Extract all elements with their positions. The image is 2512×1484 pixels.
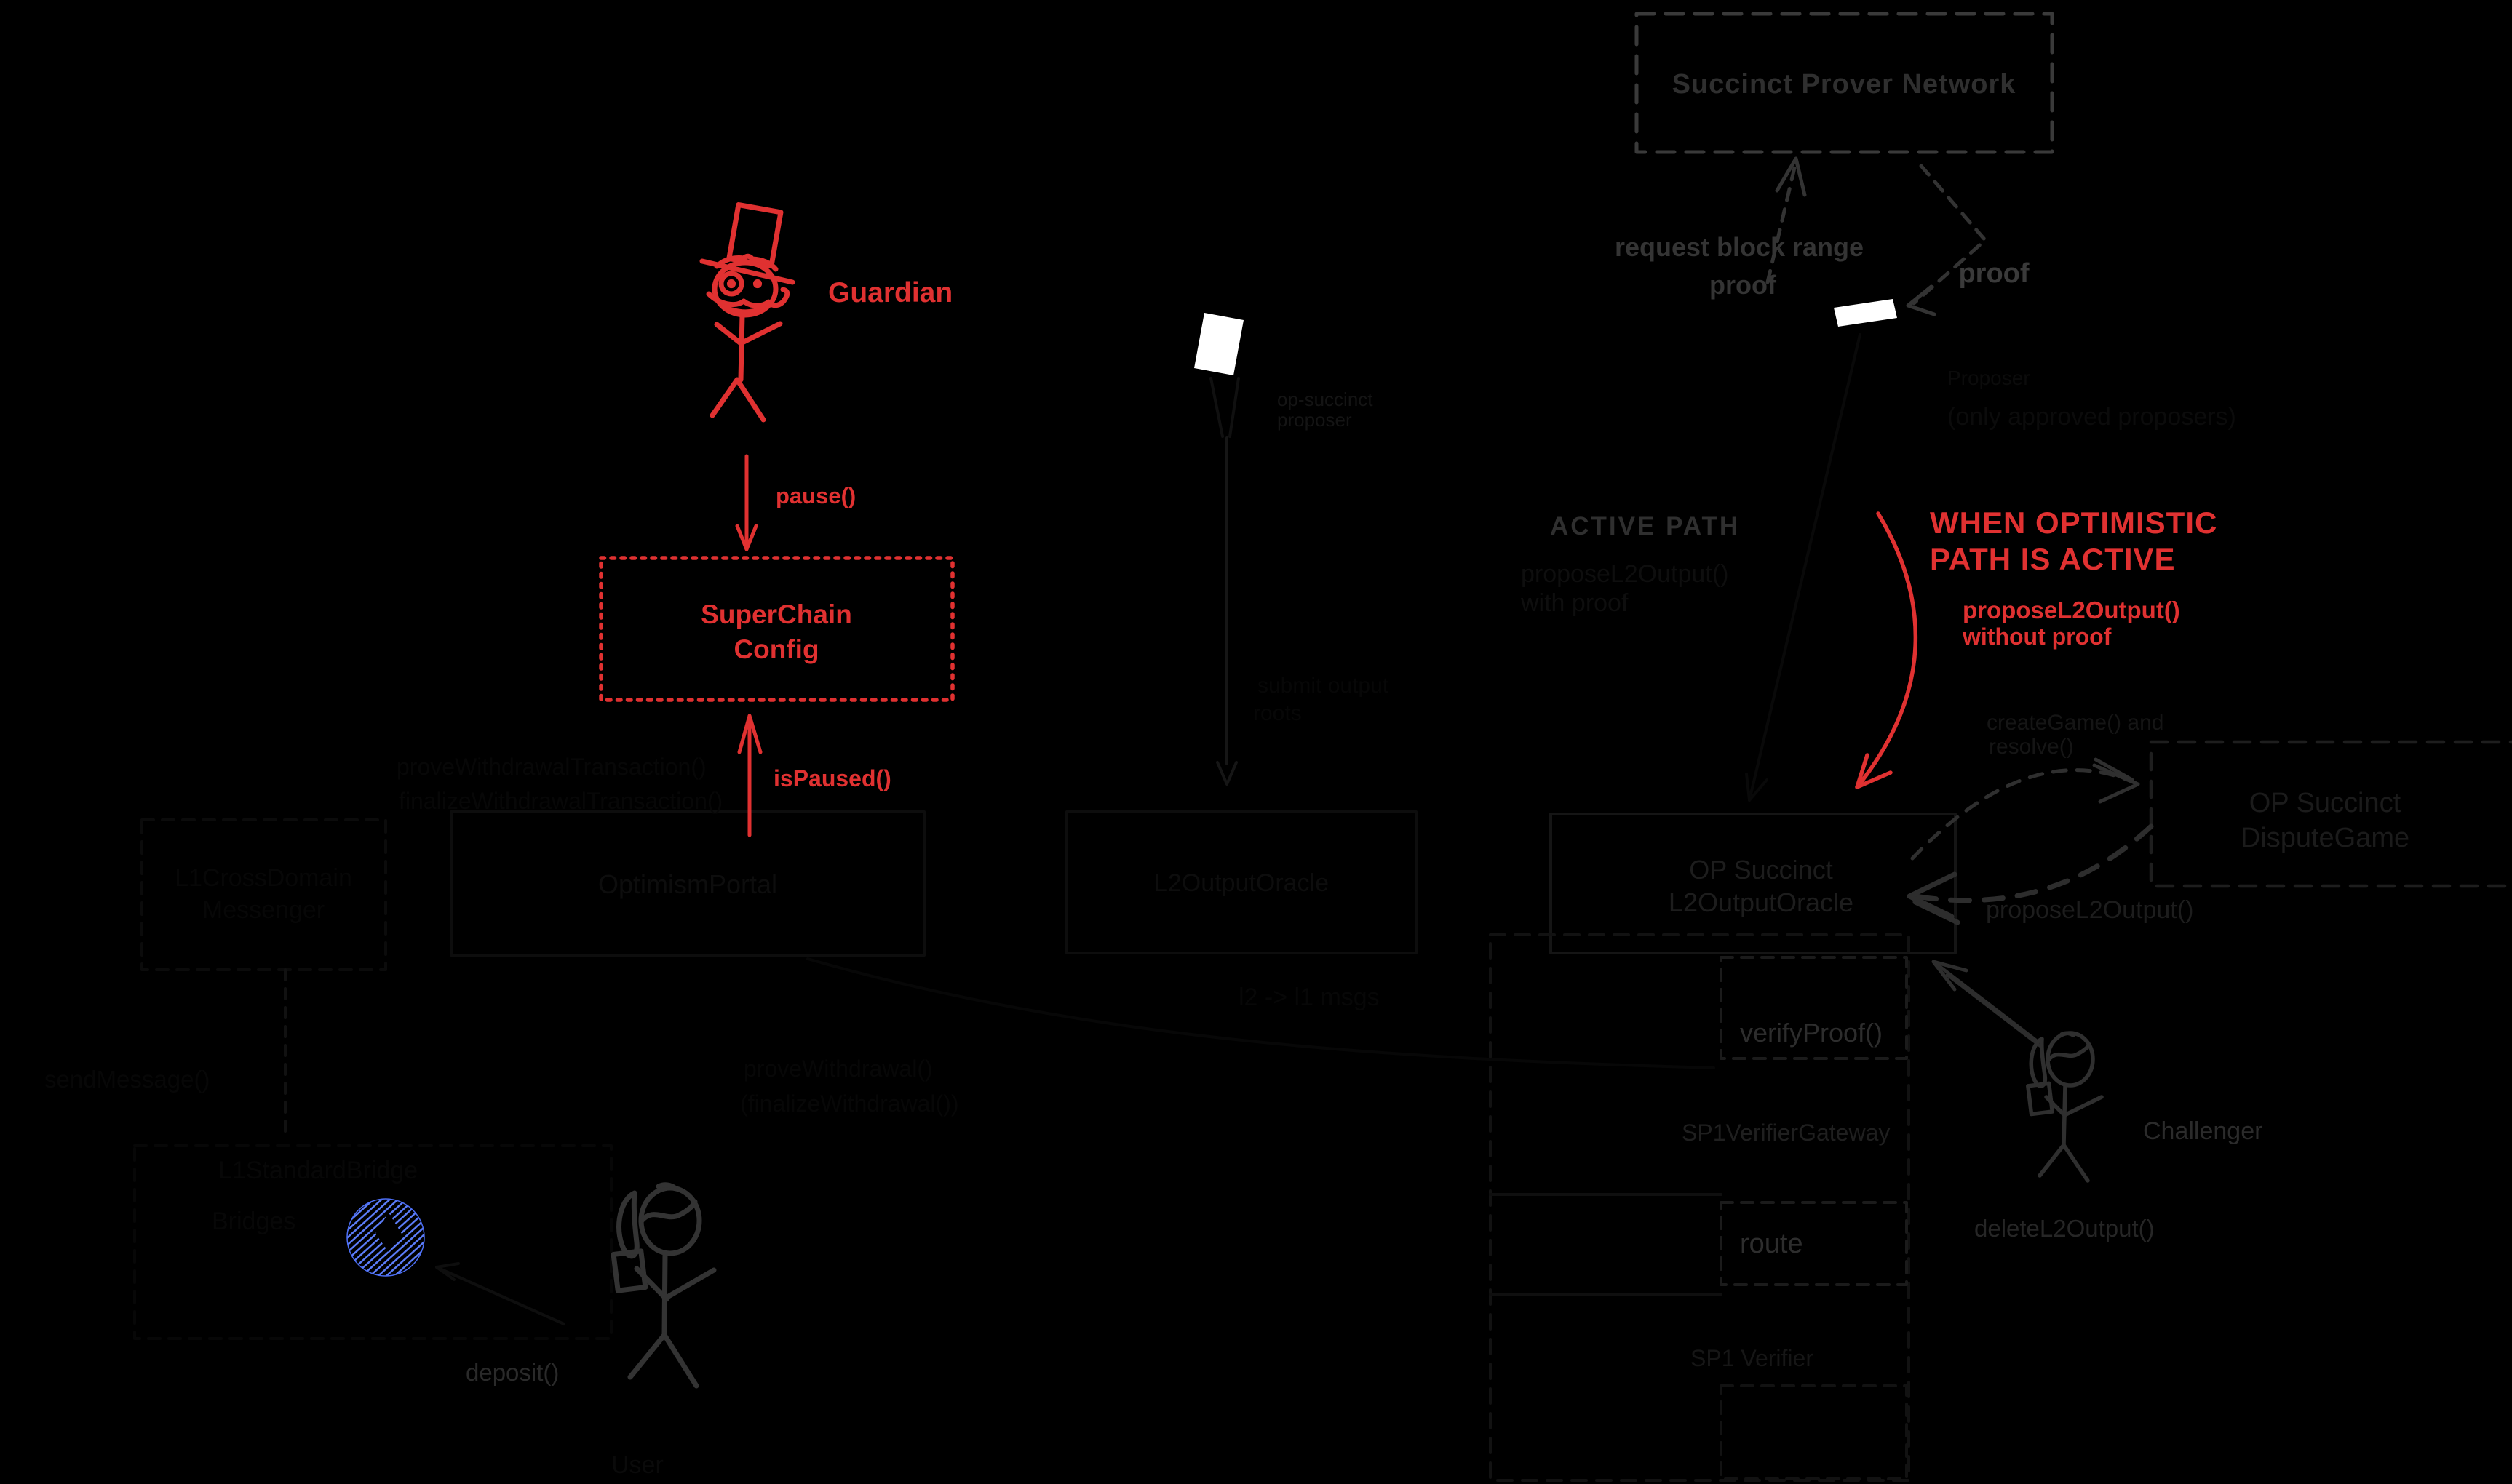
- svg-text:roots: roots: [1253, 701, 1302, 725]
- svg-text:Config: Config: [734, 634, 819, 664]
- svg-text:L2OutputOracle: L2OutputOracle: [1669, 887, 1853, 917]
- svg-text:Proposer: Proposer: [1947, 367, 2030, 389]
- svg-text:Bridges: Bridges: [212, 1208, 295, 1235]
- svg-text:isPaused(): isPaused(): [774, 765, 891, 791]
- svg-text:proveWithdrawal(): proveWithdrawal(): [744, 1056, 933, 1082]
- svg-text:L1StandardBridge: L1StandardBridge: [218, 1157, 418, 1184]
- svg-text:proposeL2Output(): proposeL2Output(): [1986, 896, 2193, 924]
- svg-text:deleteL2Output(): deleteL2Output(): [1974, 1215, 2155, 1242]
- svg-text:proposer: proposer: [1277, 409, 1352, 431]
- svg-text:op-succinct: op-succinct: [1277, 388, 1373, 410]
- svg-text:User: User: [611, 1451, 664, 1479]
- svg-text:(only approved proposers): (only approved proposers): [1947, 403, 2236, 431]
- svg-text:WHEN OPTIMISTIC: WHEN OPTIMISTIC: [1930, 506, 2217, 540]
- svg-text:with proof: with proof: [1520, 589, 1629, 617]
- svg-text:L2OutputOracle: L2OutputOracle: [1154, 869, 1329, 897]
- svg-text:Guardian: Guardian: [828, 277, 953, 308]
- svg-text:proveWithdrawalTransaction(): proveWithdrawalTransaction(): [397, 754, 707, 780]
- svg-text:SP1 Verifier: SP1 Verifier: [1690, 1345, 1813, 1371]
- svg-text:finalizeWithdrawalTransaction(: finalizeWithdrawalTransaction(): [399, 788, 723, 814]
- svg-text:DisputeGame: DisputeGame: [2241, 823, 2409, 853]
- svg-text:(finalizeWithdrawal()): (finalizeWithdrawal()): [740, 1090, 959, 1117]
- svg-text:resolve(): resolve(): [1989, 735, 2074, 759]
- svg-text:verifyProof(): verifyProof(): [1740, 1018, 1883, 1048]
- svg-text:proposeL2Output(): proposeL2Output(): [1963, 597, 2180, 623]
- svg-text:request block range: request block range: [1615, 232, 1864, 262]
- svg-text:OP Succinct: OP Succinct: [1689, 855, 1832, 885]
- svg-text:deposit(): deposit(): [466, 1359, 559, 1386]
- svg-text:route: route: [1740, 1229, 1803, 1259]
- svg-text:PATH IS ACTIVE: PATH IS ACTIVE: [1930, 542, 2176, 576]
- svg-text:ACTIVE PATH: ACTIVE PATH: [1550, 512, 1740, 540]
- svg-text:OptimismPortal: OptimismPortal: [598, 869, 777, 899]
- svg-text:SuperChain: SuperChain: [701, 599, 852, 629]
- svg-text:proposeL2Output(): proposeL2Output(): [1521, 560, 1728, 588]
- svg-text:pause(): pause(): [776, 483, 856, 508]
- svg-text:proof: proof: [1958, 258, 2029, 289]
- svg-text:Succinct Prover Network: Succinct Prover Network: [1672, 69, 2016, 100]
- svg-text:createGame() and: createGame() and: [1987, 711, 2163, 735]
- svg-text:sendMessage(): sendMessage(): [44, 1066, 210, 1093]
- svg-text:without proof: without proof: [1962, 623, 2112, 650]
- svg-text:L1CrossDomain: L1CrossDomain: [175, 864, 352, 892]
- svg-text:OP Succinct: OP Succinct: [2249, 788, 2401, 818]
- svg-text:Messenger: Messenger: [202, 896, 325, 924]
- svg-text:SP1VerifierGateway: SP1VerifierGateway: [1682, 1120, 1890, 1146]
- svg-text:Challenger: Challenger: [2143, 1117, 2262, 1145]
- svg-text:submit output: submit output: [1257, 674, 1389, 698]
- svg-text:proof: proof: [1709, 270, 1777, 300]
- svg-text:l2 -> l1 msgs: l2 -> l1 msgs: [1239, 984, 1380, 1011]
